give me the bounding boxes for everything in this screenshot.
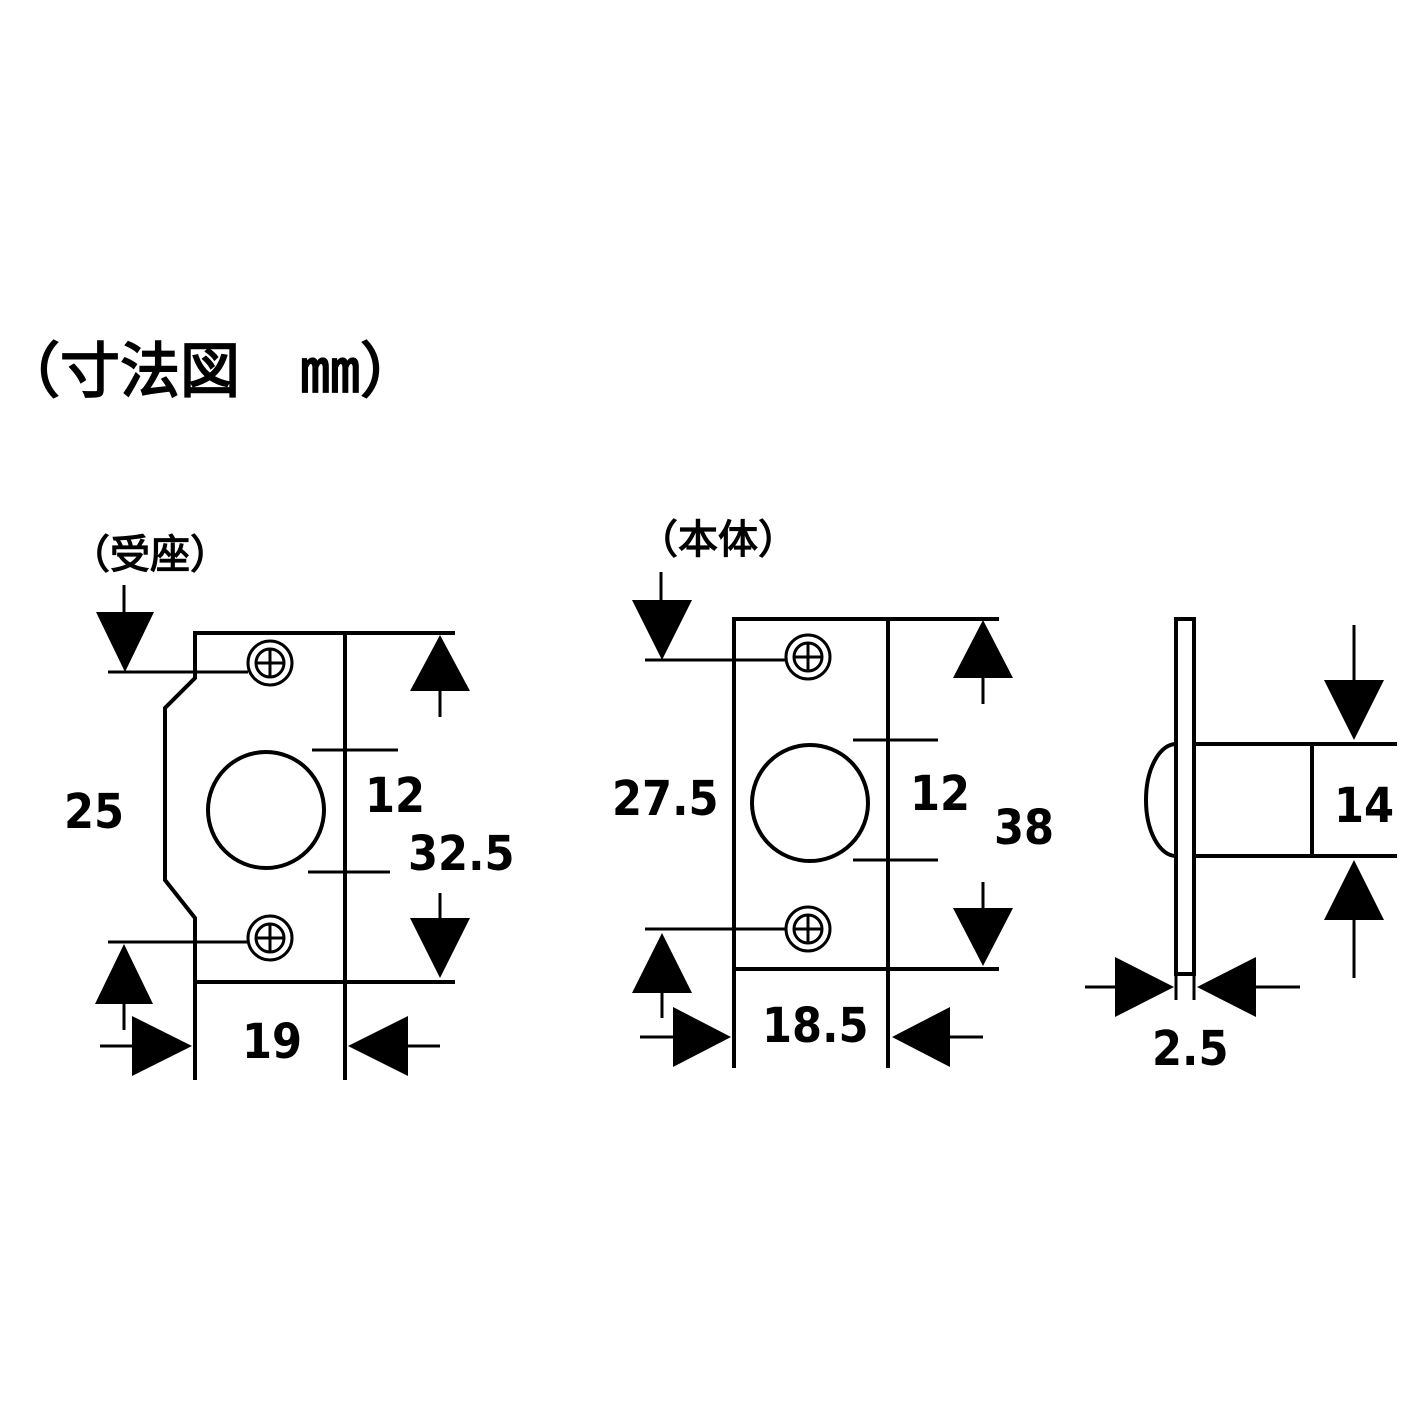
side-cylinder-height-dim: 14: [1334, 778, 1394, 834]
ball-hole: [206, 750, 326, 870]
body-total-height-dim: 38: [994, 800, 1054, 856]
arrow-up-icon: [410, 635, 470, 691]
drawing-title: （寸法図 ㎜）: [0, 337, 420, 407]
arrow-up-icon: [953, 620, 1013, 678]
screw-icon: [246, 639, 294, 687]
arrow-left-icon: [892, 1007, 950, 1067]
screw-icon: [246, 914, 294, 962]
body-inner-height-dim: 27.5: [612, 771, 719, 827]
body-view: （本体） 12 27.5: [612, 517, 1054, 1068]
strike-hole-span-dim: 12: [365, 768, 425, 824]
side-view: 14 2.5: [1085, 617, 1397, 1077]
arrow-up-icon: [632, 933, 692, 993]
strike-plate-label: （受座）: [70, 532, 230, 578]
arrow-right-icon: [132, 1016, 192, 1076]
body-label: （本体）: [638, 517, 798, 563]
screw-icon: [784, 633, 832, 681]
arrow-right-icon: [673, 1007, 731, 1067]
arrow-left-icon: [348, 1016, 408, 1076]
body-width-dim: 18.5: [762, 998, 869, 1054]
screw-icon: [784, 905, 832, 953]
arrow-down-icon: [96, 612, 154, 672]
arrow-right-icon: [1115, 957, 1174, 1017]
strike-plate-view: （受座） 12 25: [64, 532, 515, 1080]
strike-width-dim: 19: [242, 1014, 302, 1070]
strike-plate-height-dim: 32.5: [408, 826, 515, 882]
arrow-down-icon: [632, 600, 692, 660]
arrow-down-icon: [953, 908, 1013, 966]
arrow-left-icon: [1197, 957, 1256, 1017]
ball-hole: [750, 743, 870, 863]
strike-total-height-dim: 25: [64, 784, 124, 840]
strike-plate-outline: [163, 631, 197, 984]
side-face-plate: [1174, 617, 1196, 976]
arrow-down-icon: [1324, 680, 1384, 740]
body-plate-outline: [732, 617, 890, 971]
side-ball-dome: [1144, 741, 1179, 859]
body-hole-span-dim: 12: [910, 766, 970, 822]
arrow-down-icon: [410, 918, 470, 978]
arrow-up-icon: [95, 944, 153, 1004]
arrow-up-icon: [1324, 860, 1384, 920]
side-plate-thickness-dim: 2.5: [1152, 1021, 1229, 1077]
